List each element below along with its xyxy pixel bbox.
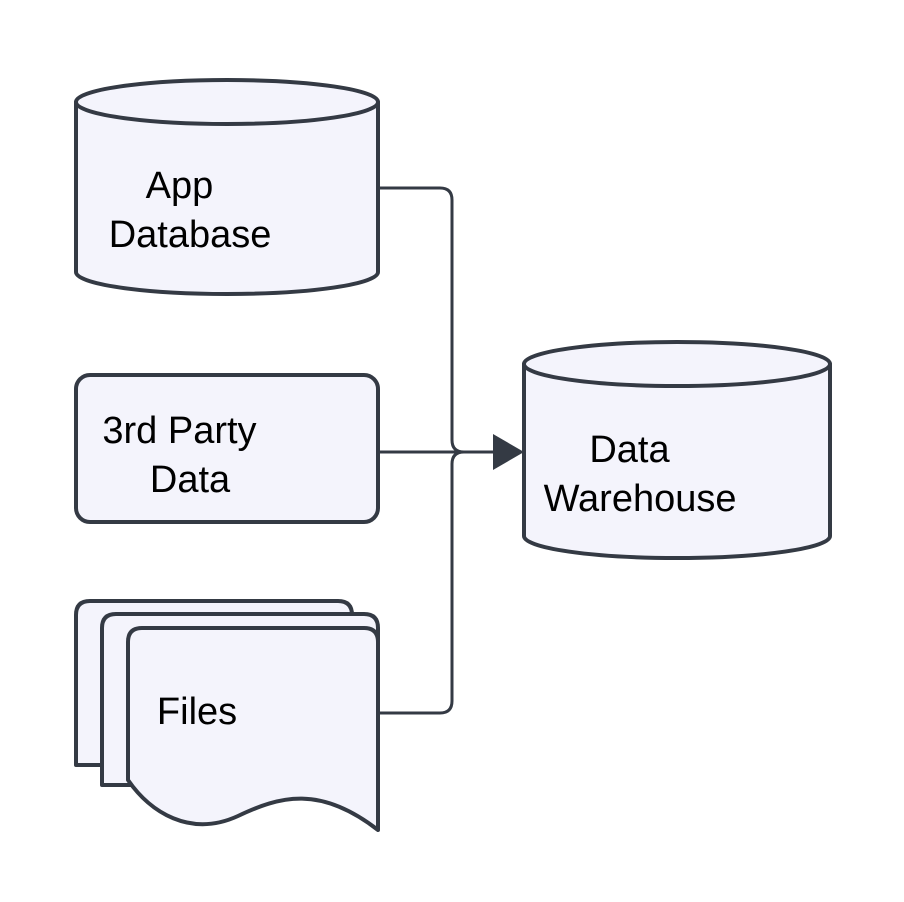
data-warehouse-label: Data Warehouse xyxy=(544,429,737,520)
data-warehouse-cylinder-top xyxy=(522,340,832,388)
data-warehouse-cylinder-body xyxy=(522,362,832,560)
app-database-label: App Database xyxy=(0,0,345,256)
node-files[interactable]: Files xyxy=(0,0,380,832)
data-warehouse-label-line-2: Warehouse xyxy=(544,478,737,520)
data-warehouse-label-line-1: Data xyxy=(589,429,670,471)
files-sheet-front xyxy=(126,626,380,832)
third-party-data-label: 3rd Party Data xyxy=(0,0,352,501)
arrowhead-icon xyxy=(493,434,524,470)
third-party-data-box xyxy=(74,373,380,524)
app-database-cylinder-top xyxy=(74,78,380,126)
app-database-label-line-1: App xyxy=(146,165,214,207)
edge-files-to-warehouse[interactable] xyxy=(378,450,497,715)
app-database-cylinder-body xyxy=(74,100,380,296)
third-party-data-label-line-1: 3rd Party xyxy=(102,410,256,452)
node-app-database[interactable]: App Database xyxy=(0,0,380,296)
edge-app-database-to-warehouse[interactable] xyxy=(378,186,497,454)
edge-layer xyxy=(378,186,524,715)
node-data-warehouse[interactable]: Data Warehouse xyxy=(0,0,832,560)
files-label: Files xyxy=(0,0,311,733)
third-party-data-label-line-2: Data xyxy=(150,459,231,501)
node-third-party-data[interactable]: 3rd Party Data xyxy=(0,0,380,524)
files-label-line-1: Files xyxy=(157,691,237,733)
app-database-label-line-2: Database xyxy=(109,214,272,256)
